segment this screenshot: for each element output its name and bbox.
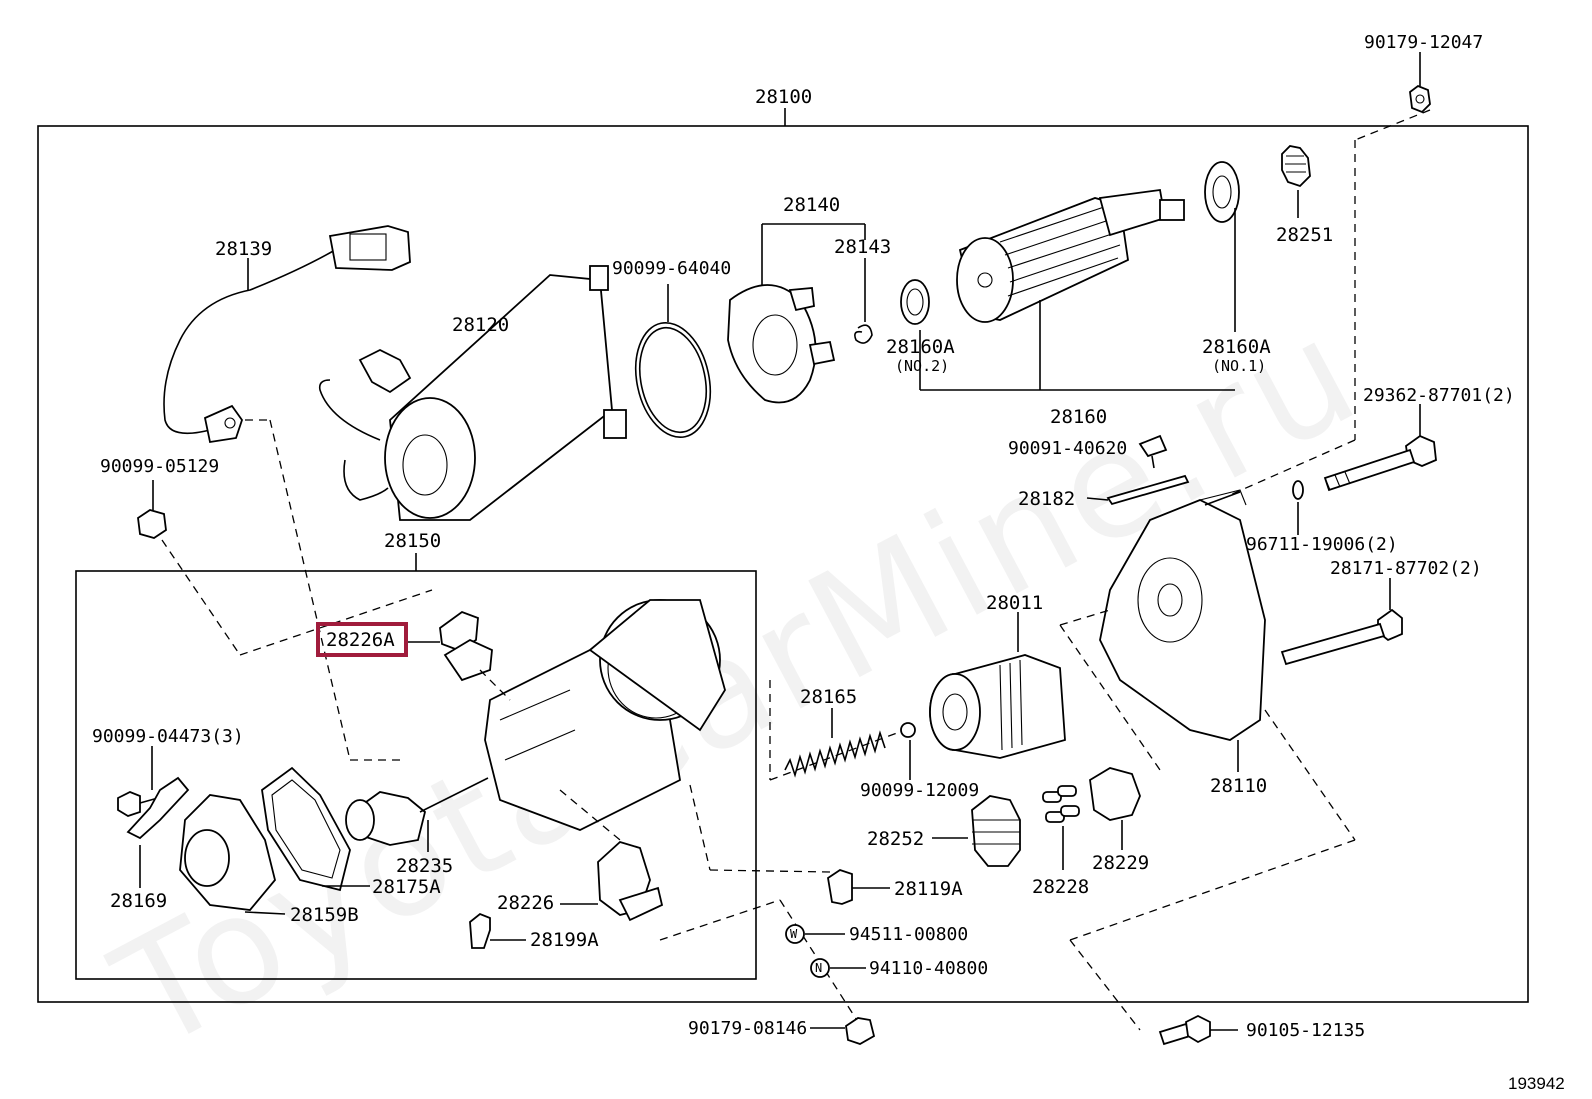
wire-harness-28139-icon xyxy=(163,225,411,444)
label-90179-12047[interactable]: 90179-12047 xyxy=(1364,32,1484,53)
label-28120[interactable]: 28120 xyxy=(452,314,510,336)
terminal-28226a-icon xyxy=(405,610,511,701)
label-28251[interactable]: 28251 xyxy=(1276,224,1334,246)
label-28226[interactable]: 28226 xyxy=(497,892,555,914)
label-28175a[interactable]: 28175A xyxy=(372,876,441,898)
armature-28160-icon xyxy=(920,188,1235,391)
label-28165[interactable]: 28165 xyxy=(800,686,858,708)
label-94511-00800[interactable]: 94511-00800 xyxy=(849,924,969,945)
o-ring-90099-64040-icon xyxy=(634,284,712,439)
bearing-28160a-no2-icon xyxy=(900,279,930,390)
label-28228[interactable]: 28228 xyxy=(1032,876,1090,898)
contact-plate-28169-icon xyxy=(126,776,190,888)
spring-28143-icon xyxy=(854,258,873,344)
label-90099-12009[interactable]: 90099-12009 xyxy=(860,780,980,801)
starter-housing-28150-icon xyxy=(484,599,726,831)
terminal-28226-icon xyxy=(559,789,664,922)
assembly-frame-28100 xyxy=(37,125,1529,1003)
rollers-28228-icon xyxy=(1042,785,1080,870)
gear-28251-icon xyxy=(1281,145,1311,218)
label-28119a[interactable]: 28119A xyxy=(894,878,963,900)
label-28182[interactable]: 28182 xyxy=(1018,488,1076,510)
figure-number: 193942 xyxy=(1508,1074,1565,1093)
nut-mark-n: N xyxy=(815,961,823,975)
label-28171-87702[interactable]: 28171-87702(2) xyxy=(1330,558,1482,579)
bolt-90099-04473-icon xyxy=(117,746,166,817)
clutch-28011-icon xyxy=(929,612,1066,759)
label-28226a[interactable]: 28226A xyxy=(326,629,395,651)
cover-28159b-icon xyxy=(179,794,286,915)
label-90105-12135[interactable]: 90105-12135 xyxy=(1246,1020,1366,1041)
magnetic-switch-28120-icon xyxy=(318,265,627,521)
label-28160a-no1-sub: (NO.1) xyxy=(1212,357,1267,375)
label-96711-19006[interactable]: 96711-19006(2) xyxy=(1246,534,1398,555)
nut-90179-12047-icon xyxy=(1229,52,1431,496)
label-28252[interactable]: 28252 xyxy=(867,828,925,850)
label-29362-87701[interactable]: 29362-87701(2) xyxy=(1363,385,1515,406)
label-28235[interactable]: 28235 xyxy=(396,855,454,877)
label-90099-04473[interactable]: 90099-04473(3) xyxy=(92,726,244,747)
label-28139[interactable]: 28139 xyxy=(215,238,273,260)
label-90091-40620[interactable]: 90091-40620 xyxy=(1008,438,1128,459)
bolt-29362-87701-icon xyxy=(1323,404,1437,492)
gasket-28175a-icon xyxy=(261,766,370,892)
label-28160a-no2-sub: (NO.2) xyxy=(895,357,950,375)
label-28143[interactable]: 28143 xyxy=(834,236,892,258)
spring-28165-icon xyxy=(769,680,906,781)
label-28160a-no2[interactable]: 28160A xyxy=(886,336,955,358)
label-28011[interactable]: 28011 xyxy=(986,592,1044,614)
label-28150[interactable]: 28150 xyxy=(384,530,442,552)
screw-28199a-icon xyxy=(469,912,526,949)
label-28160[interactable]: 28160 xyxy=(1050,406,1108,428)
label-94110-40800[interactable]: 94110-40800 xyxy=(869,958,989,979)
label-90099-05129[interactable]: 90099-05129 xyxy=(100,456,220,477)
retainer-28229-icon xyxy=(1089,767,1141,850)
label-28199a[interactable]: 28199A xyxy=(530,929,599,951)
plate-28182-icon xyxy=(1086,474,1190,506)
idler-gear-28252-icon xyxy=(932,795,1021,867)
label-28140[interactable]: 28140 xyxy=(783,194,841,216)
label-28229[interactable]: 28229 xyxy=(1092,852,1150,874)
bolt-90105-12135-icon xyxy=(1158,1014,1238,1046)
washer-96711-19006-icon xyxy=(1292,480,1304,535)
fasteners-lower-center-icon xyxy=(659,784,890,1045)
housing-28110-icon xyxy=(1059,489,1356,1031)
ball-90099-12009-icon xyxy=(900,722,916,780)
label-28169[interactable]: 28169 xyxy=(110,890,168,912)
screw-90091-40620-icon xyxy=(1138,434,1168,469)
washer-mark-w: W xyxy=(790,927,798,941)
bearing-28160a-no1-icon xyxy=(1204,161,1240,332)
bolt-28171-87702-icon xyxy=(1280,578,1403,666)
label-90179-08146[interactable]: 90179-08146 xyxy=(688,1018,808,1039)
label-28100[interactable]: 28100 xyxy=(755,86,813,108)
label-28110[interactable]: 28110 xyxy=(1210,775,1268,797)
label-28159b[interactable]: 28159B xyxy=(290,904,359,926)
highlight-28226a xyxy=(316,622,408,657)
label-28160a-no1[interactable]: 28160A xyxy=(1202,336,1271,358)
label-90099-64040[interactable]: 90099-64040 xyxy=(612,258,732,279)
plunger-28235-icon xyxy=(345,777,489,852)
brush-holder-28140-icon xyxy=(727,223,866,404)
